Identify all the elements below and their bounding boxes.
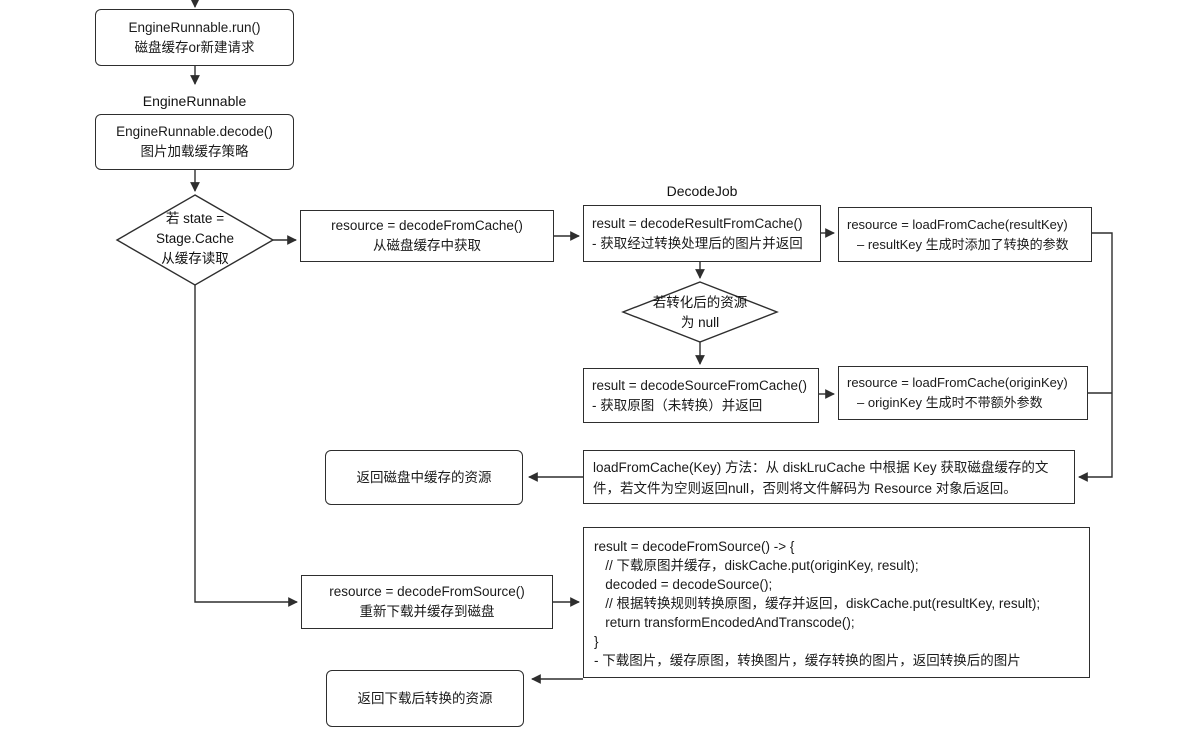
node-line: 若 state = bbox=[165, 211, 225, 226]
code-line: result = decodeFromSource() -> { bbox=[594, 539, 795, 554]
node-load-from-cache-originkey: resource = loadFromCache(originKey) – or… bbox=[838, 366, 1088, 420]
node-line: – resultKey 生成时添加了转换的参数 bbox=[857, 236, 1069, 252]
code-line: // 下载原图并缓存，diskCache.put(originKey, resu… bbox=[594, 558, 919, 573]
node-line: EngineRunnable.decode() bbox=[116, 124, 273, 139]
node-decode-from-source: resource = decodeFromSource() 重新下载并缓存到磁盘 bbox=[301, 575, 553, 629]
label-engine-runnable: EngineRunnable bbox=[142, 93, 247, 109]
code-line: } bbox=[594, 634, 599, 649]
node-line: EngineRunnable.run() bbox=[128, 19, 261, 35]
node-line: 重新下载并缓存到磁盘 bbox=[359, 604, 495, 619]
node-line: - 获取经过转换处理后的图片并返回 bbox=[592, 235, 803, 251]
node-decode-source-from-cache: result = decodeSourceFromCache() - 获取原图（… bbox=[583, 368, 819, 423]
node-line: 从磁盘缓存中获取 bbox=[373, 238, 481, 253]
node-null-diamond-text: 若转化后的资源 为 null bbox=[623, 293, 777, 333]
node-state-diamond-text: 若 state = Stage.Cache 从缓存读取 bbox=[117, 209, 273, 269]
node-line: Stage.Cache bbox=[155, 231, 235, 246]
node-line: 为 null bbox=[680, 315, 720, 330]
node-return-disk-cached-resource: 返回磁盘中缓存的资源 bbox=[325, 450, 523, 505]
node-line: result = decodeResultFromCache() bbox=[592, 215, 803, 231]
node-line: - 获取原图（未转换）并返回 bbox=[592, 397, 763, 413]
node-decode-from-cache: resource = decodeFromCache() 从磁盘缓存中获取 bbox=[300, 210, 554, 262]
node-line: result = decodeSourceFromCache() bbox=[592, 377, 807, 393]
code-line: decoded = decodeSource(); bbox=[594, 577, 773, 592]
node-line: – originKey 生成时不带额外参数 bbox=[857, 395, 1043, 410]
arrow-resultkey-down-to-note bbox=[1078, 232, 1113, 482]
code-line: - 下载图片，缓存原图，转换图片，缓存转换的图片，返回转换后的图片 bbox=[594, 653, 1021, 668]
node-return-downloaded-transformed-resource: 返回下载后转换的资源 bbox=[326, 670, 524, 727]
node-engine-runnable-run: EngineRunnable.run() 磁盘缓存or新建请求 bbox=[95, 9, 294, 66]
node-engine-runnable-decode: EngineRunnable.decode() 图片加载缓存策略 bbox=[95, 114, 294, 170]
node-line: resource = loadFromCache(resultKey) bbox=[847, 216, 1068, 232]
arrow-diamond-down-to-decodefromsource bbox=[194, 285, 298, 607]
node-decode-from-source-code: result = decodeFromSource() -> { // 下载原图… bbox=[583, 527, 1090, 678]
node-load-from-cache-resultkey: resource = loadFromCache(resultKey) – re… bbox=[838, 207, 1092, 262]
state-diamond-shape bbox=[115, 194, 275, 286]
node-line: resource = decodeFromCache() bbox=[331, 218, 523, 233]
node-line: 图片加载缓存策略 bbox=[140, 144, 249, 159]
node-line: resource = loadFromCache(originKey) bbox=[847, 375, 1068, 390]
node-load-from-cache-note: loadFromCache(Key) 方法：从 diskLruCache 中根据… bbox=[583, 450, 1075, 504]
node-decode-result-from-cache: result = decodeResultFromCache() - 获取经过转… bbox=[583, 205, 821, 262]
code-line: // 根据转换规则转换原图，缓存并返回，diskCache.put(result… bbox=[594, 596, 1041, 611]
node-line: 从缓存读取 bbox=[161, 251, 229, 266]
node-line: 若转化后的资源 bbox=[652, 295, 748, 310]
code-line: return transformEncodedAndTranscode(); bbox=[594, 615, 855, 630]
label-decode-job: DecodeJob bbox=[666, 183, 738, 199]
node-line: 磁盘缓存or新建请求 bbox=[134, 39, 255, 55]
null-diamond-shape bbox=[621, 281, 779, 343]
node-line: resource = decodeFromSource() bbox=[329, 584, 525, 599]
